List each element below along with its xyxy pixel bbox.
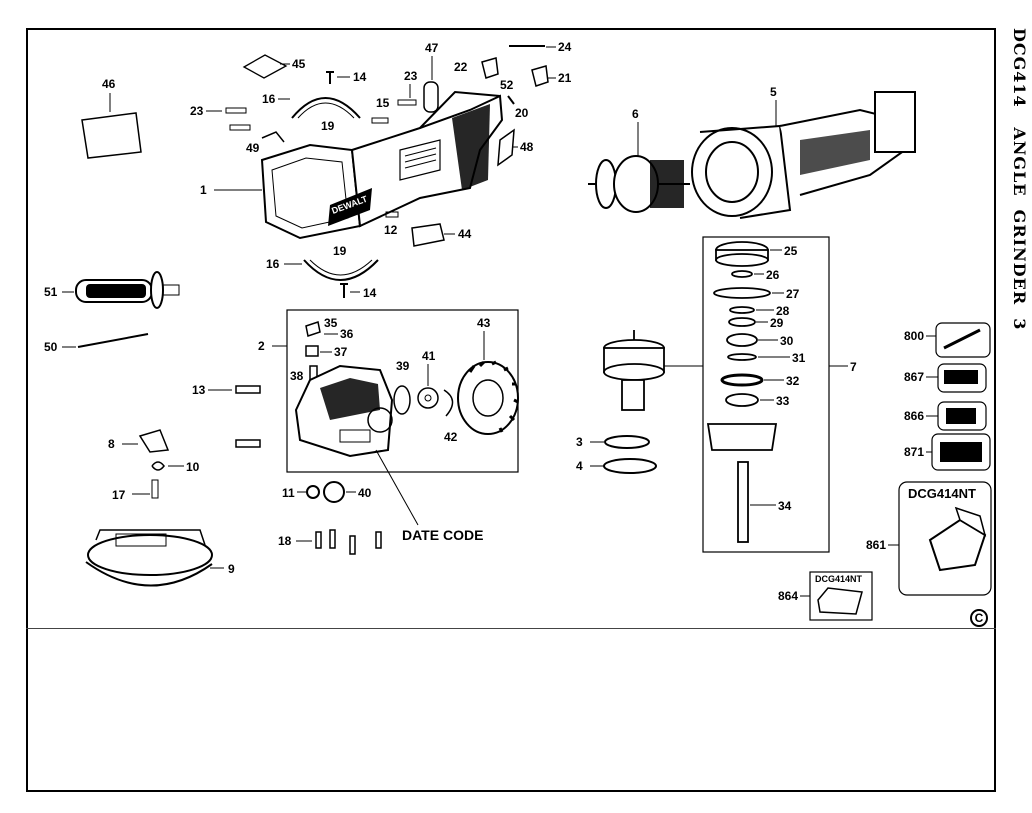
- callout-19-bottom: 19: [333, 244, 347, 258]
- callout-29: 29: [770, 316, 784, 330]
- callout-52: 52: [500, 78, 514, 92]
- callout-2: 2: [258, 339, 265, 353]
- part-1-gear-housing: DEWALT: [260, 90, 504, 240]
- copyright-mark: C: [970, 609, 988, 627]
- callout-42: 42: [444, 430, 458, 444]
- callout-11: 11: [282, 486, 295, 500]
- switch-housing: [294, 364, 394, 458]
- callout-13: 13: [192, 383, 206, 397]
- callout-16-top: 16: [262, 92, 276, 106]
- callout-46: 46: [102, 77, 116, 91]
- callout-47: 47: [425, 41, 439, 55]
- callout-20: 20: [515, 106, 529, 120]
- gear-head-assembly: [603, 330, 665, 411]
- kit-box-label: DCG414NT: [908, 486, 976, 501]
- callout-8: 8: [108, 437, 115, 451]
- part-51-side-handle: [75, 271, 180, 309]
- callout-24: 24: [558, 40, 572, 54]
- callout-28: 28: [776, 304, 790, 318]
- callout-35: 35: [324, 316, 338, 330]
- callout-3: 3: [576, 435, 583, 449]
- callout-21: 21: [558, 71, 572, 85]
- callout-12: 12: [384, 223, 398, 237]
- part-45-label: [242, 54, 288, 79]
- callout-23-right: 23: [404, 69, 418, 83]
- callout-37: 37: [334, 345, 348, 359]
- callout-16-bottom: 16: [266, 257, 280, 271]
- callout-45: 45: [292, 57, 306, 71]
- callout-34: 34: [778, 499, 792, 513]
- part-5-motor-assembly: [691, 91, 916, 219]
- callout-19-top: 19: [321, 119, 335, 133]
- part-16-band-bottom: [303, 259, 379, 281]
- callout-15: 15: [376, 96, 390, 110]
- callout-22: 22: [454, 60, 468, 74]
- callout-49: 49: [246, 141, 260, 155]
- part-18-screws: [315, 529, 382, 555]
- callout-866: 866: [904, 409, 924, 423]
- diagram-frame: [26, 28, 996, 792]
- callout-4: 4: [576, 459, 583, 473]
- callout-32: 32: [786, 374, 800, 388]
- callout-14-bottom: 14: [363, 286, 377, 300]
- callout-14-top: 14: [353, 70, 367, 84]
- part-43-fan: [457, 360, 519, 435]
- callout-9: 9: [228, 562, 235, 576]
- callout-17: 17: [112, 488, 126, 502]
- callout-23-left: 23: [190, 104, 204, 118]
- callout-5: 5: [770, 85, 777, 99]
- callout-51: 51: [44, 285, 58, 299]
- callout-31: 31: [792, 351, 806, 365]
- callout-10: 10: [186, 460, 200, 474]
- divider-line: [26, 628, 996, 629]
- part-48-pad: [497, 128, 515, 167]
- callout-864: 864: [778, 589, 798, 603]
- callout-50: 50: [44, 340, 58, 354]
- part-16-band-top: [291, 97, 361, 119]
- part-9-guard: [85, 529, 213, 587]
- callout-867: 867: [904, 370, 924, 384]
- callout-30: 30: [780, 334, 794, 348]
- callout-18: 18: [278, 534, 292, 548]
- callout-25: 25: [784, 244, 798, 258]
- date-code-label: DATE CODE: [402, 527, 483, 543]
- part-6-armature: [588, 155, 690, 213]
- callout-6: 6: [632, 107, 639, 121]
- callout-38: 38: [290, 369, 304, 383]
- callout-33: 33: [776, 394, 790, 408]
- callout-41: 41: [422, 349, 436, 363]
- part-7-group-box: [702, 236, 830, 553]
- callout-48: 48: [520, 140, 534, 154]
- part-8-lever: [138, 429, 170, 453]
- part-47-pad: [423, 81, 439, 113]
- diagram-title: DCG414 ANGLE GRINDER 3: [1010, 28, 1029, 331]
- callout-1: 1: [200, 183, 207, 197]
- callout-800: 800: [904, 329, 924, 343]
- gear-callouts: 25 26 27 28 29 30 31 32 33 34: [750, 244, 806, 513]
- callout-871: 871: [904, 445, 924, 459]
- callout-26: 26: [766, 268, 780, 282]
- callout-27: 27: [786, 287, 800, 301]
- callout-43: 43: [477, 316, 491, 330]
- callout-36: 36: [340, 327, 354, 341]
- callout-7: 7: [850, 360, 857, 374]
- part-46-card: [81, 112, 142, 159]
- callout-44: 44: [458, 227, 472, 241]
- part-50-rod: [77, 333, 149, 348]
- kit-insert-label: DCG414NT: [815, 574, 863, 584]
- callout-861: 861: [866, 538, 886, 552]
- callout-39: 39: [396, 359, 410, 373]
- callout-40: 40: [358, 486, 372, 500]
